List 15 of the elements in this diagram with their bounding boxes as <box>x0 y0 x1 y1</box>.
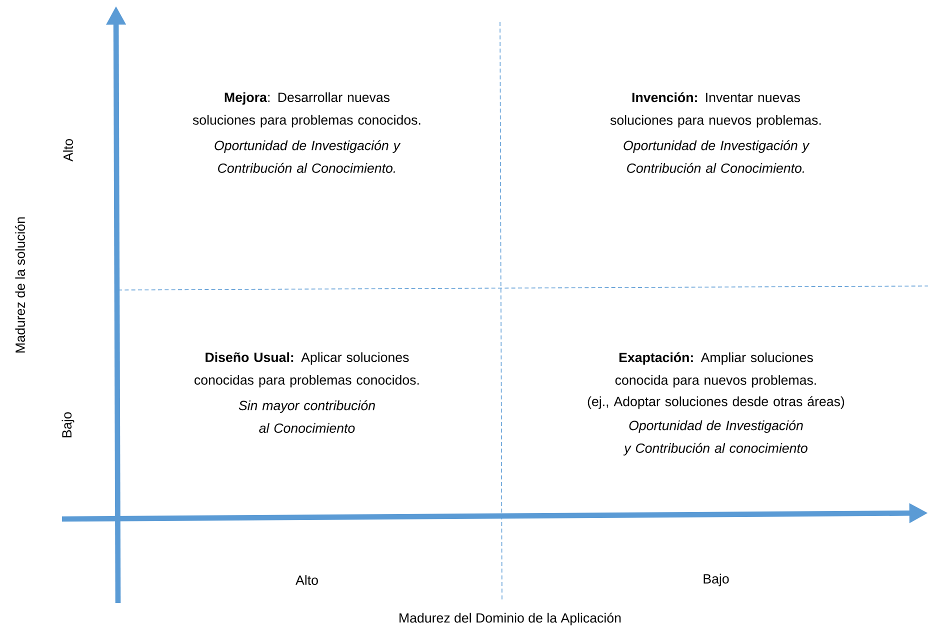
axis-level-label: Bajo <box>62 412 74 438</box>
quadrant-text: Invención: Inventar nuevas soluciones para nuevos problemas. <box>610 92 821 128</box>
axis-level-label: Alto <box>63 139 73 162</box>
quadrant-text: (ej., Adoptar soluciones desde otras áreas) <box>588 396 844 409</box>
axis-title: Madurez de la solución <box>15 217 25 352</box>
quadrant-note: Sin mayor contribución al Conocimiento <box>238 400 375 433</box>
quadrant-text: Exaptación: Ampliar soluciones conocida para nuevos problemas. <box>615 352 816 388</box>
axis-title: Madurez del Dominio de la Aplicación <box>400 612 621 626</box>
axis-level-label: Bajo <box>704 574 729 586</box>
quadrant-note: Oportunidad de Investigación y Contribución al Conocimiento. <box>624 140 810 173</box>
quadrant-note: Oportunidad de Investigación y Contribución al conocimiento <box>623 420 808 456</box>
quadrant-text: Mejora: Desarrollar nuevas soluciones para problemas conocidos. <box>192 92 420 128</box>
quadrant-note: Oportunidad de Investigación y Contribución al Conocimiento. <box>214 140 401 173</box>
quadrant-text: Diseño Usual: Aplicar soluciones conocidas para problemas conocidos. <box>194 352 419 388</box>
axis-level-label: Alto <box>296 575 318 585</box>
